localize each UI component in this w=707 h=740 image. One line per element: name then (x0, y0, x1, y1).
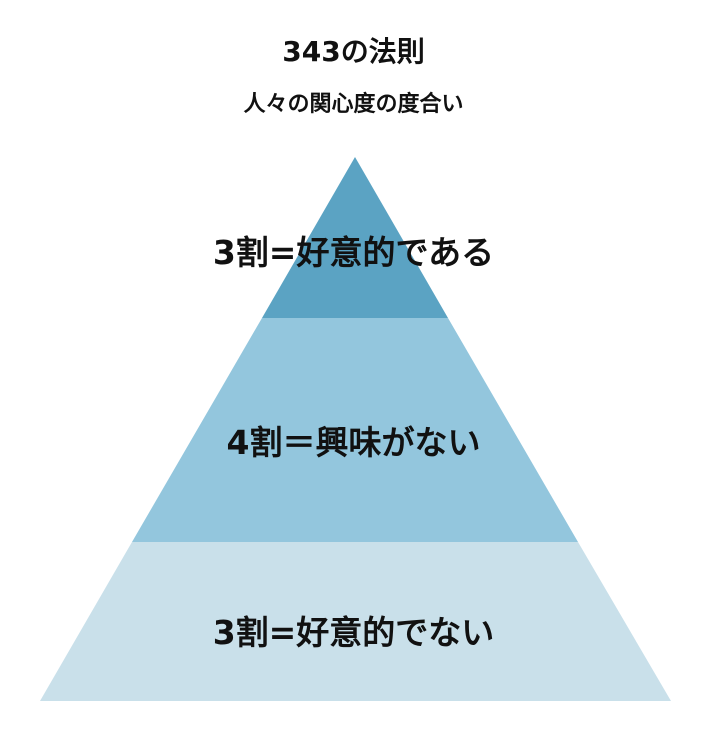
pyramid-layer-middle (132, 318, 578, 542)
layer-label-middle: 4割＝興味がない (226, 423, 481, 462)
layer-label-top: 3割=好意的である (212, 233, 495, 272)
layer-label-bottom: 3割=好意的でない (212, 613, 495, 652)
diagram-title: 343の法則 (282, 35, 425, 68)
pyramid-layer-bottom (40, 542, 671, 701)
pyramid-layer-top (262, 157, 448, 318)
diagram-subtitle: 人々の関心度の度合い (243, 92, 464, 117)
